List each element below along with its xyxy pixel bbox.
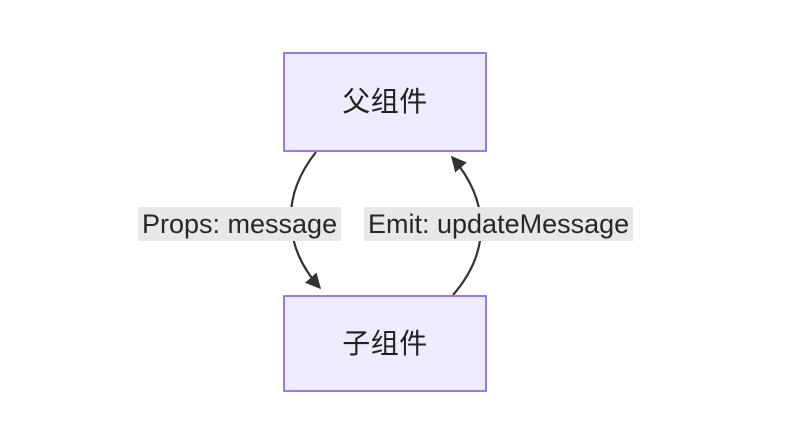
node-parent-component[interactable]: 父组件 bbox=[283, 52, 487, 152]
node-child-component[interactable]: 子组件 bbox=[283, 295, 487, 392]
edge-label-emit: Emit: updateMessage bbox=[364, 207, 634, 241]
node-parent-component-label: 父组件 bbox=[342, 86, 428, 117]
node-child-component-label: 子组件 bbox=[342, 327, 428, 359]
edge-label-props: Props: message bbox=[138, 207, 342, 241]
